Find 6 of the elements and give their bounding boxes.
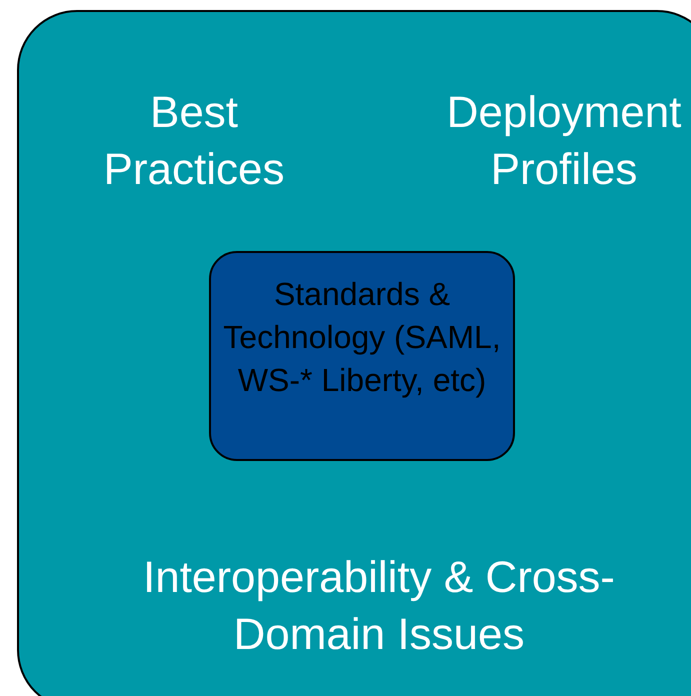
inner-box <box>209 251 515 461</box>
area-label: Interoperability & Cross-Domain Issues <box>142 552 616 661</box>
area-label: Best Practices <box>102 87 286 196</box>
area-label: Deployment Profiles <box>446 87 682 196</box>
outer-panel <box>17 10 691 696</box>
box-label: Standards & Technology (SAML, WS-* Liberty, etc) <box>222 275 502 400</box>
